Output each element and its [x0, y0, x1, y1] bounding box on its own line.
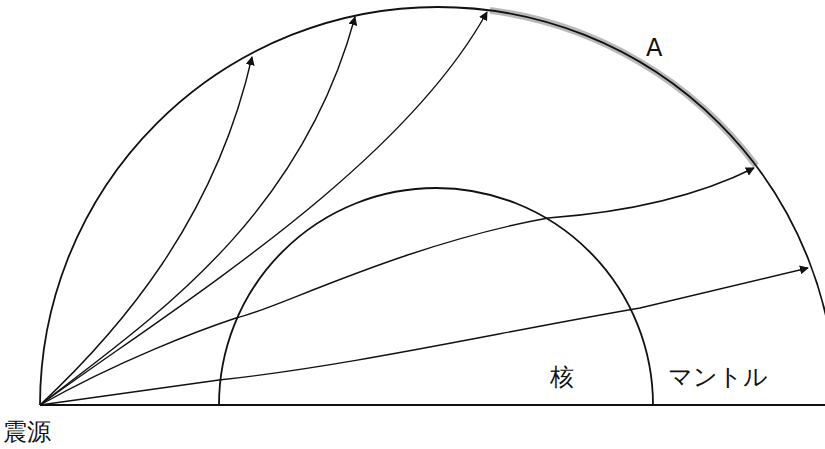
baseline: [40, 404, 825, 406]
mantle-label: マントル: [668, 365, 768, 389]
core-label: 核: [550, 365, 574, 389]
core-boundary: [219, 188, 653, 405]
seismic-ray: [40, 17, 355, 405]
seismic-ray: [40, 268, 808, 405]
seismic-ray: [40, 168, 754, 405]
shadow-zone-arc: [490, 10, 756, 165]
seismic-ray: [40, 12, 487, 405]
hypocenter-label: 震源: [3, 420, 51, 444]
earth-surface: [40, 7, 825, 405]
zone-label: A: [646, 36, 662, 60]
